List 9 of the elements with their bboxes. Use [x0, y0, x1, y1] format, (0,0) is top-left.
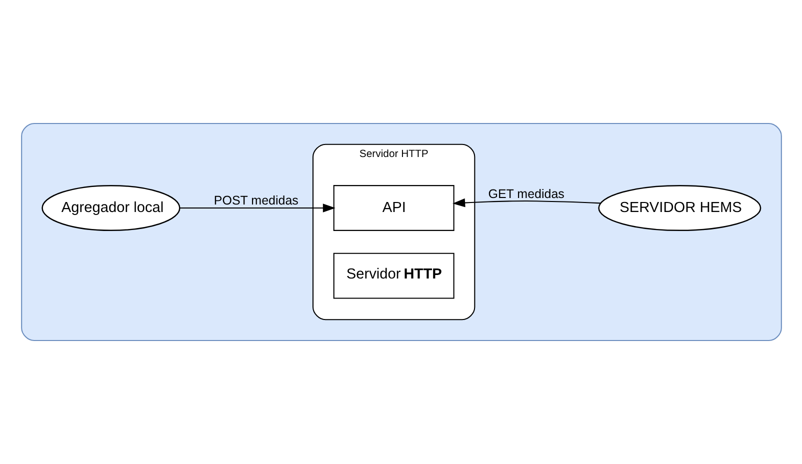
node-box: API	[332, 185, 454, 231]
arrow	[179, 204, 335, 212]
arrow	[452, 198, 600, 208]
node-box: Servidor HTTP	[332, 252, 454, 299]
edge-label: GET medidas	[488, 187, 564, 202]
node-ellipse: Agregador local	[41, 184, 180, 232]
edge-label: POST medidas	[213, 193, 298, 208]
cluster	[20, 123, 782, 341]
node-ellipse: SERVIDOR HEMS	[598, 184, 761, 232]
